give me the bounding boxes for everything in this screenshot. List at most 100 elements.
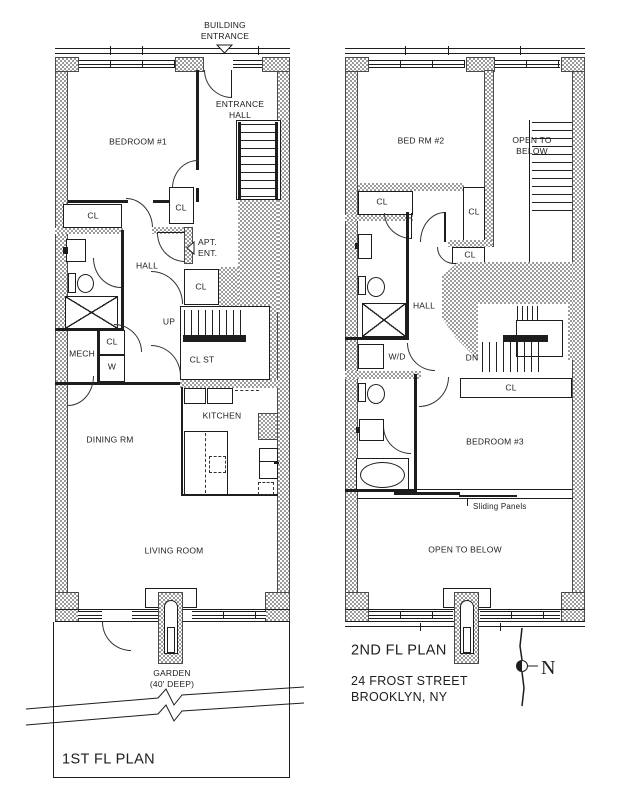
f2-stair-upper-treads — [517, 306, 542, 321]
open-to-below-label: OPEN TO BELOW — [428, 544, 502, 555]
f1-wall-band — [180, 380, 278, 388]
f1-left-wall — [55, 57, 68, 622]
sliding-panel — [459, 495, 517, 497]
f2-bath-door-arc — [383, 426, 411, 454]
garden-left-edge — [53, 622, 54, 778]
washer-label: W — [107, 361, 117, 372]
living-room-label: LIVING ROOM — [144, 545, 204, 556]
f1-pier — [55, 57, 79, 72]
hall-label: HALL — [412, 300, 436, 311]
dining-room-label: DINING RM — [86, 434, 134, 445]
address-street: 24 FROST STREET — [351, 673, 468, 688]
f2-joist-tick — [500, 623, 501, 631]
f1-pier — [265, 592, 290, 622]
apt-entrance-label: APT. ENT. — [198, 236, 218, 258]
building-entrance-label: BUILDING ENTRANCE — [200, 19, 250, 41]
f2-joist-tick — [405, 46, 406, 55]
floor2-plan-title: 2ND FL PLAN — [351, 642, 447, 659]
f1-pier — [262, 57, 290, 72]
f1-bath-door-arc — [93, 258, 121, 288]
f1-bedroom1-door-arc — [126, 198, 153, 228]
building-entrance-door-arc — [204, 70, 232, 98]
garden-bottom-edge — [53, 777, 290, 778]
f2-chimney-slot — [463, 627, 471, 653]
f2-bath-wall — [345, 489, 417, 492]
f1-entry-stair-stringer — [275, 122, 278, 199]
closet-storage-label: CL ST — [189, 354, 215, 365]
bedroom1-label: BEDROOM #1 — [109, 136, 167, 147]
f1-rear-window — [132, 611, 158, 619]
washer-dryer-box — [358, 344, 384, 369]
f1-washer-box — [99, 355, 125, 382]
f1-bath-wall — [121, 230, 124, 330]
f1-joist-tick — [110, 46, 111, 55]
sink-handle — [63, 247, 68, 254]
sliding-panel-track — [358, 498, 573, 499]
f1-chimney-slot — [167, 627, 175, 653]
sink-fixture — [358, 234, 372, 259]
apt-entrance-door-arc — [157, 233, 185, 262]
garden-door-arc — [102, 622, 131, 651]
north-label: N — [541, 657, 556, 679]
f2-bath-wall — [345, 337, 409, 340]
toilet-bowl — [77, 274, 94, 293]
f1-wall-band — [152, 227, 184, 234]
kitchen-counter — [184, 388, 206, 404]
f2-stairwell-rail — [529, 120, 530, 262]
f2-pier — [345, 57, 369, 72]
f1-stair-treads — [184, 310, 242, 336]
f1-kitchen-wall — [181, 494, 278, 496]
closet-label: CL — [505, 382, 517, 393]
garden-right-edge — [289, 622, 290, 778]
closet-label: CL — [464, 249, 476, 260]
break-lines-icon — [26, 686, 304, 726]
f2-pier — [561, 57, 585, 72]
f2-front-joist-line — [345, 48, 585, 49]
f2-stair-rail — [503, 335, 548, 342]
f2-front-joist-line — [345, 53, 585, 54]
f1-closet-door-arc — [172, 160, 198, 188]
toilet-tank — [358, 383, 366, 402]
f1-closet-box — [169, 187, 194, 224]
f1-stair-closet-door-arc — [151, 345, 181, 376]
f1-apt-door-leaf — [157, 232, 185, 233]
f2-joist-tick — [448, 46, 449, 55]
kitchen-island — [184, 431, 228, 495]
f1-entry-stair-treads — [240, 124, 277, 198]
f2-front-window — [495, 60, 560, 68]
kitchen-counter — [207, 388, 233, 404]
closet-label: CL — [195, 281, 207, 292]
f1-closet-door-arc — [151, 271, 183, 304]
f2-stair-treads — [482, 342, 544, 372]
f1-front-joist-line — [55, 48, 290, 49]
f1-stair-rail — [183, 335, 246, 342]
f1-dining-door-arc — [68, 376, 94, 406]
entrance-hall-label: ENTRANCE HALL — [215, 98, 265, 120]
north-arrow-icon — [516, 627, 538, 707]
toilet-bowl — [367, 384, 385, 404]
f2-bedroom3-wall — [414, 374, 417, 492]
f1-poche — [219, 267, 239, 312]
f1-stair-enclosure — [180, 306, 270, 380]
f2-pier — [466, 57, 495, 72]
f1-kitchen-wall — [181, 387, 183, 496]
f2-bedroom3-south-line — [415, 489, 572, 490]
building-entrance-door-leaf — [231, 70, 232, 98]
f2-wall-band — [345, 215, 413, 221]
sliding-panel — [394, 492, 460, 495]
sink-fixture — [359, 419, 384, 441]
open-to-below-label: OPEN TO BELOW — [512, 134, 552, 156]
f2-closet-door-leaf — [444, 212, 446, 242]
f1-bedroom1-south-wall — [153, 200, 170, 203]
f2-wall-band — [358, 183, 464, 191]
f2-wall-band — [448, 240, 492, 247]
f2-closet-door-arc — [437, 247, 454, 264]
f1-mech-south-wall — [55, 382, 182, 385]
f1-mech-wall — [97, 330, 100, 385]
closet-label: CL — [468, 206, 480, 217]
f1-bath-wall — [55, 328, 124, 331]
washer-dryer-label: W/D — [388, 351, 406, 362]
kitchen-island-dashed-box — [209, 456, 226, 473]
kitchen-label: KITCHEN — [202, 410, 242, 421]
shower-fixture — [65, 296, 118, 329]
